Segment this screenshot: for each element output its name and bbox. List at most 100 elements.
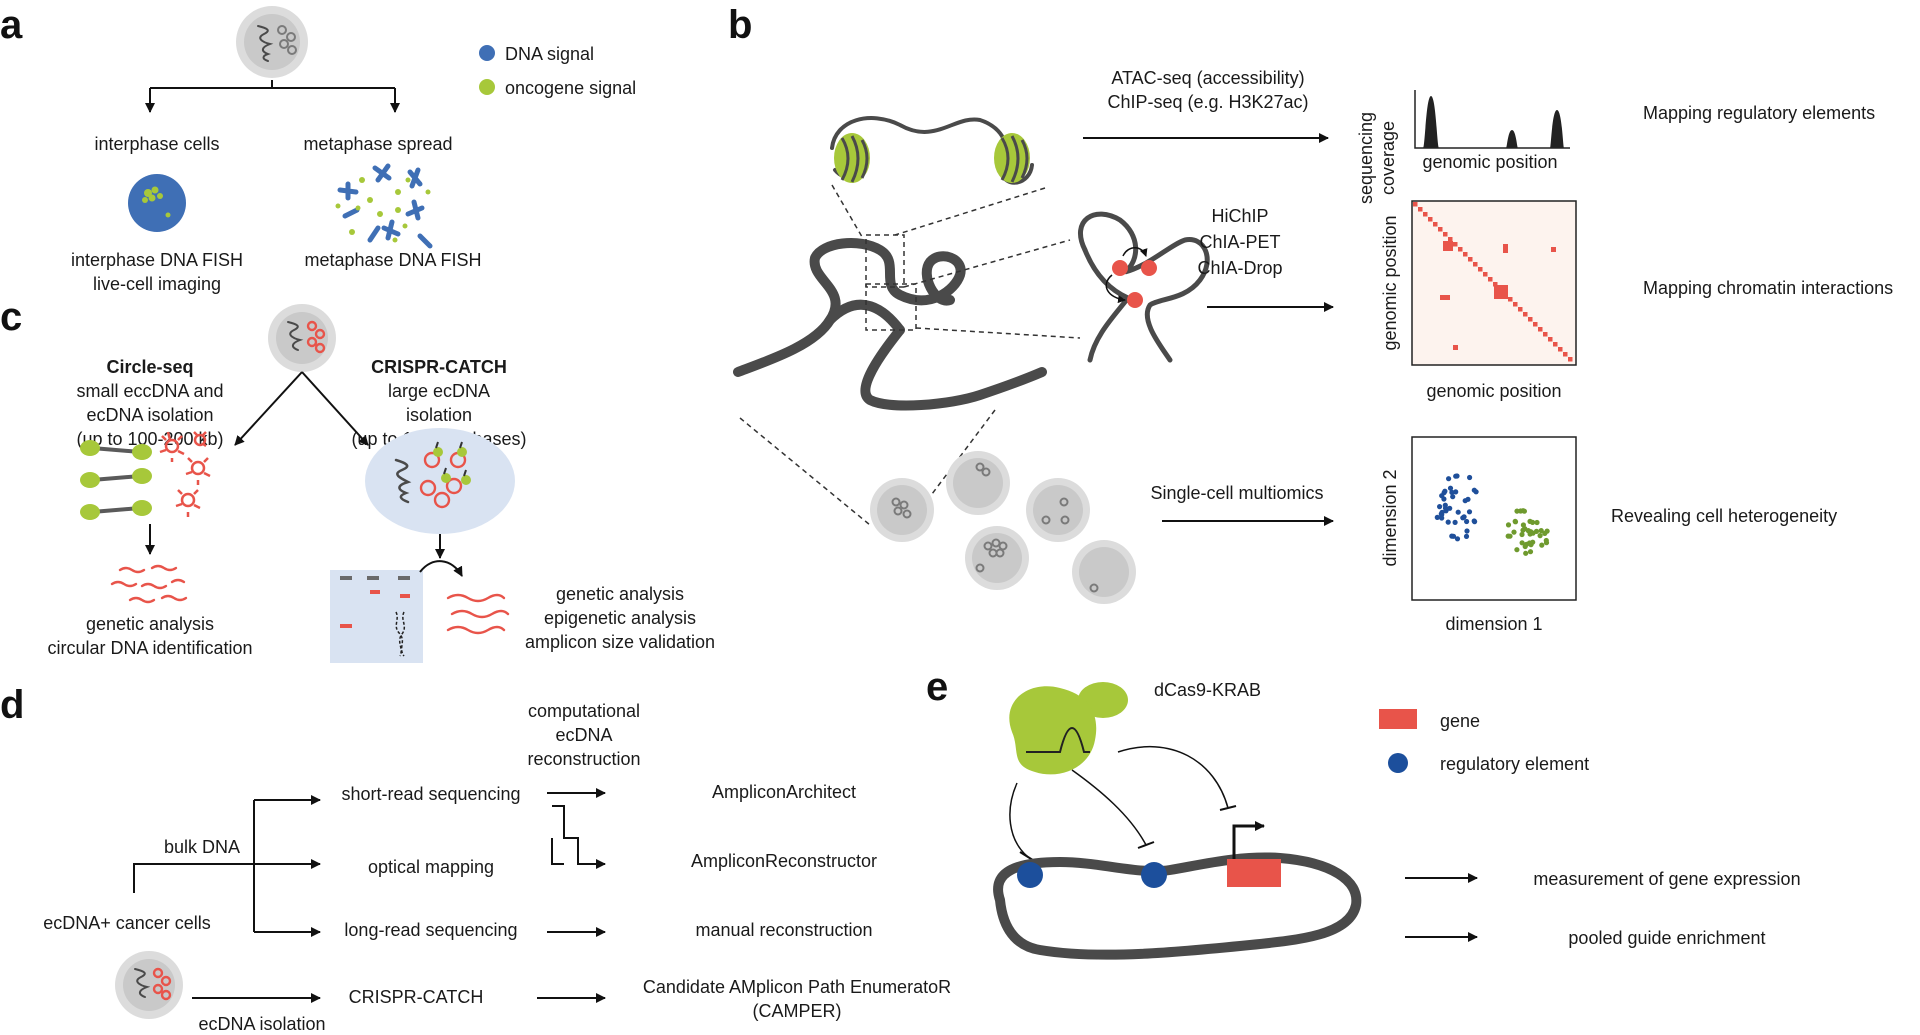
cluster-blue-point — [1460, 515, 1466, 521]
d-trunk — [133, 800, 255, 932]
cluster-green-point — [1521, 508, 1527, 514]
panel-label-d: d — [0, 683, 24, 727]
heatmap-diagonal-cell — [1463, 252, 1468, 257]
pfge-gel — [330, 570, 423, 663]
chip-seq-label: ChIP-seq (e.g. H3K27ac) — [1107, 92, 1308, 112]
cluster-green-point — [1523, 541, 1530, 547]
arrow-to-amplicon-reconstructor — [552, 805, 606, 869]
single-cell-label: Single-cell multiomics — [1150, 483, 1323, 503]
coverage-plot: sequencing coverage genomic position — [1356, 90, 1570, 204]
amplicon-architect-label: AmpliconArchitect — [712, 782, 856, 802]
heatmap-diagonal-cell — [1413, 202, 1418, 207]
panel-label-c: c — [0, 295, 22, 339]
heatmap-diagonal-cell — [1448, 237, 1453, 242]
cluster-green-point — [1527, 549, 1534, 555]
panel-b: ATAC-seq (accessibility) ChIP-seq (e.g. … — [733, 68, 1893, 634]
heatmap-diagonal-cell — [1473, 262, 1478, 267]
heatmap-diagonal-cell — [1543, 332, 1548, 337]
heatmap-diagonal-cell — [1458, 247, 1463, 252]
heatmap-diagonal-cell — [1468, 257, 1473, 262]
catch-fragments — [446, 593, 510, 635]
cluster-blue-point — [1454, 536, 1461, 542]
branch-line-a — [150, 80, 395, 89]
cluster-blue-point — [1452, 519, 1458, 526]
arrow-to-crispr-catch — [301, 371, 369, 446]
cluster-blue-point — [1453, 489, 1459, 495]
heatmap-diagonal-cell — [1433, 222, 1438, 227]
heatmap-diagonal-cell — [1493, 282, 1498, 287]
ecdna-isolation-label: ecDNA isolation — [198, 1014, 325, 1034]
cluster-blue-point — [1466, 509, 1473, 515]
circle-seq-output-2: circular DNA identification — [47, 638, 252, 658]
chromatin-fiber — [733, 238, 1047, 411]
cluster-blue-point — [1467, 474, 1473, 481]
cluster-blue-point — [1450, 494, 1456, 500]
oncogene-signal-dot — [479, 79, 495, 95]
circle-seq-title: Circle-seq — [106, 357, 193, 377]
hichip-label: HiChIP — [1211, 206, 1268, 226]
computational-line3: reconstruction — [527, 749, 640, 769]
dcas9-label: dCas9-KRAB — [1154, 680, 1261, 700]
heatmap-diagonal-cell — [1513, 302, 1518, 307]
catch-output-2: epigenetic analysis — [544, 608, 696, 628]
cluster-green-point — [1523, 550, 1529, 556]
circle-seq-fragments — [110, 564, 188, 604]
cluster-blue-point — [1442, 505, 1449, 511]
legend-gene-swatch — [1379, 709, 1417, 729]
heatmap-diagonal-cell — [1563, 352, 1568, 357]
cluster-scatter: dimension 2 dimension 1 — [1380, 436, 1577, 634]
cluster-blue-point — [1445, 519, 1451, 525]
cluster-green-point — [1537, 533, 1543, 539]
zoom-lines-1 — [831, 184, 1046, 243]
circle-seq-line1: small eccDNA and — [76, 381, 223, 401]
panel-a: DNA signal oncogene signal interphase ce… — [71, 6, 636, 294]
short-read-label: short-read sequencing — [341, 784, 520, 804]
cluster-blue-point — [1463, 533, 1470, 540]
cluster-green-point — [1527, 518, 1533, 525]
crispr-catch-cell — [365, 428, 515, 534]
heatmap-xlabel: genomic position — [1426, 381, 1561, 401]
zoom-box-1 — [865, 234, 905, 288]
coverage-ylabel-1: sequencing — [1356, 112, 1376, 204]
contact-heatmap: genomic position genomic position — [1380, 200, 1577, 401]
cluster-green-point — [1530, 539, 1536, 545]
arrow-to-circle-seq — [234, 371, 303, 446]
cluster-green-point — [1507, 533, 1513, 539]
cluster-green-point — [1520, 522, 1526, 528]
heatmap-ylabel: genomic position — [1380, 215, 1400, 350]
catch-output-1: genetic analysis — [556, 584, 684, 604]
zoom-lines-2 — [903, 239, 1081, 339]
legend-dna-signal: DNA signal — [505, 44, 594, 64]
cluster-blue-point — [1446, 476, 1452, 482]
amplicon-reconstructor-label: AmpliconReconstructor — [691, 851, 877, 871]
crispr-catch-d-label: CRISPR-CATCH — [349, 987, 484, 1007]
heatmap-diagonal-cell — [1528, 317, 1533, 322]
panel-label-b: b — [728, 3, 752, 47]
heatmap-diagonal-cell — [1508, 297, 1513, 302]
cluster-blue-point — [1434, 514, 1440, 521]
panel-label-a: a — [0, 3, 23, 47]
repression-line-3 — [1117, 745, 1229, 809]
cluster-green-point — [1542, 530, 1548, 537]
heatmap-diagonal-cell — [1418, 207, 1423, 212]
cluster-blue-point — [1455, 509, 1461, 515]
atac-seq-label: ATAC-seq (accessibility) — [1111, 68, 1304, 88]
cluster-blue-point — [1441, 496, 1447, 502]
chiadrop-label: ChIA-Drop — [1197, 258, 1282, 278]
cluster-green-point — [1534, 519, 1540, 526]
manual-label: manual reconstruction — [695, 920, 872, 940]
cluster-green-point — [1525, 528, 1531, 534]
heatmap-diagonal-cell — [1443, 232, 1448, 237]
cluster-blue-point — [1442, 488, 1448, 494]
metaphase-fish-label: metaphase DNA FISH — [304, 250, 481, 270]
gene-box — [1227, 859, 1281, 887]
regulatory-element-1 — [1017, 862, 1043, 888]
cluster-blue-point — [1471, 487, 1477, 493]
chiapet-label: ChIA-PET — [1199, 232, 1280, 252]
heatmap-diagonal-cell — [1518, 307, 1523, 312]
heatmap-diagonal-cell — [1423, 212, 1428, 217]
panel-d: computational ecDNA reconstruction bulk … — [43, 701, 951, 1034]
camper-line2: (CAMPER) — [753, 1001, 842, 1021]
